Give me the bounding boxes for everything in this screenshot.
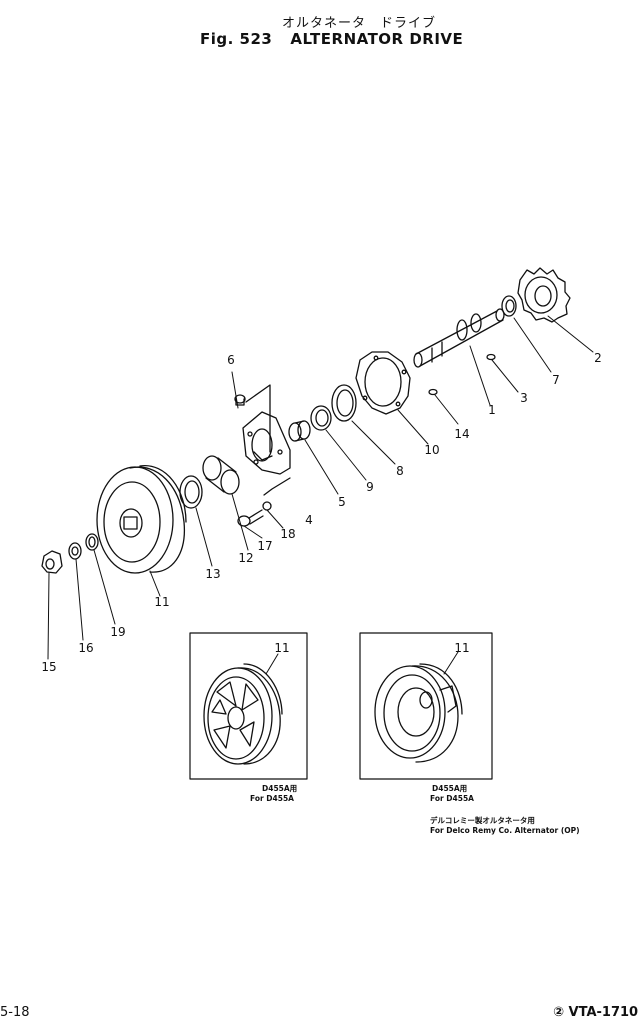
inset-frame-left xyxy=(189,632,308,780)
part-15-nut xyxy=(41,550,63,574)
part-2-gear xyxy=(517,267,571,323)
callout-5: 5 xyxy=(338,495,346,509)
note-english: For Delco Remy Co. Alternator (OP) xyxy=(430,826,580,835)
inset-right-callout: 11 xyxy=(454,641,470,655)
callout-11: 11 xyxy=(154,595,170,609)
callout-15: 15 xyxy=(41,660,57,674)
part-14-pin xyxy=(428,388,438,396)
figure-number: Fig. 523 xyxy=(200,30,273,48)
part-12-spacer xyxy=(202,455,240,495)
callout-3: 3 xyxy=(520,391,528,405)
figure-title: Fig. 523 ALTERNATOR DRIVE xyxy=(200,30,463,48)
callout-14: 14 xyxy=(454,427,470,441)
footer-page-ref: 5-18 xyxy=(0,1005,30,1020)
callout-4: 4 xyxy=(305,513,313,527)
inset-right-pulley xyxy=(374,651,463,763)
part-5-bushing xyxy=(288,420,311,442)
inset-right-caption-en: For D455A xyxy=(430,794,474,803)
callout-9: 9 xyxy=(366,480,374,494)
part-6-bolt xyxy=(234,384,271,453)
callout-7: 7 xyxy=(552,373,560,387)
callout-10: 10 xyxy=(424,443,440,457)
part-11-pulley xyxy=(96,465,187,574)
part-1-shaft xyxy=(413,308,505,368)
inset-left-pulley xyxy=(203,653,283,765)
part-3-pin xyxy=(486,353,496,361)
callout-6: 6 xyxy=(227,353,235,367)
part-16-lockwasher xyxy=(68,542,82,560)
callout-17: 17 xyxy=(257,539,273,553)
part-7-ring xyxy=(501,295,517,317)
part-9-washer xyxy=(310,405,332,431)
callout-2: 2 xyxy=(594,351,602,365)
leader-lines xyxy=(47,315,594,660)
inset-frame-right xyxy=(359,632,493,780)
part-18-washer xyxy=(262,501,272,511)
footer-doc-code: ② VTA-1710 xyxy=(553,1005,639,1020)
part-19-washer xyxy=(85,533,99,551)
callout-13: 13 xyxy=(205,567,221,581)
inset-left-caption-en: For D455A xyxy=(250,794,294,803)
callout-18: 18 xyxy=(280,527,296,541)
inset-left-callout: 11 xyxy=(274,641,290,655)
inset-right-caption-jp: D455A用 xyxy=(432,784,468,793)
note-japanese: デルコレミー製オルタネータ用 xyxy=(430,816,535,825)
callout-8: 8 xyxy=(396,464,404,478)
callout-16: 16 xyxy=(78,641,94,655)
callout-12: 12 xyxy=(238,551,254,565)
callout-1: 1 xyxy=(488,403,496,417)
part-8-seal xyxy=(331,384,357,422)
figure-name: ALTERNATOR DRIVE xyxy=(290,30,464,48)
callout-19: 19 xyxy=(110,625,126,639)
part-4-leader xyxy=(263,477,291,496)
part-10-cover xyxy=(355,351,411,415)
part-4-bracket xyxy=(242,411,291,475)
inset-left-caption-jp: D455A用 xyxy=(262,784,298,793)
title-japanese: オルタネータ ドライブ xyxy=(282,16,437,31)
part-17-bolt xyxy=(237,509,264,527)
